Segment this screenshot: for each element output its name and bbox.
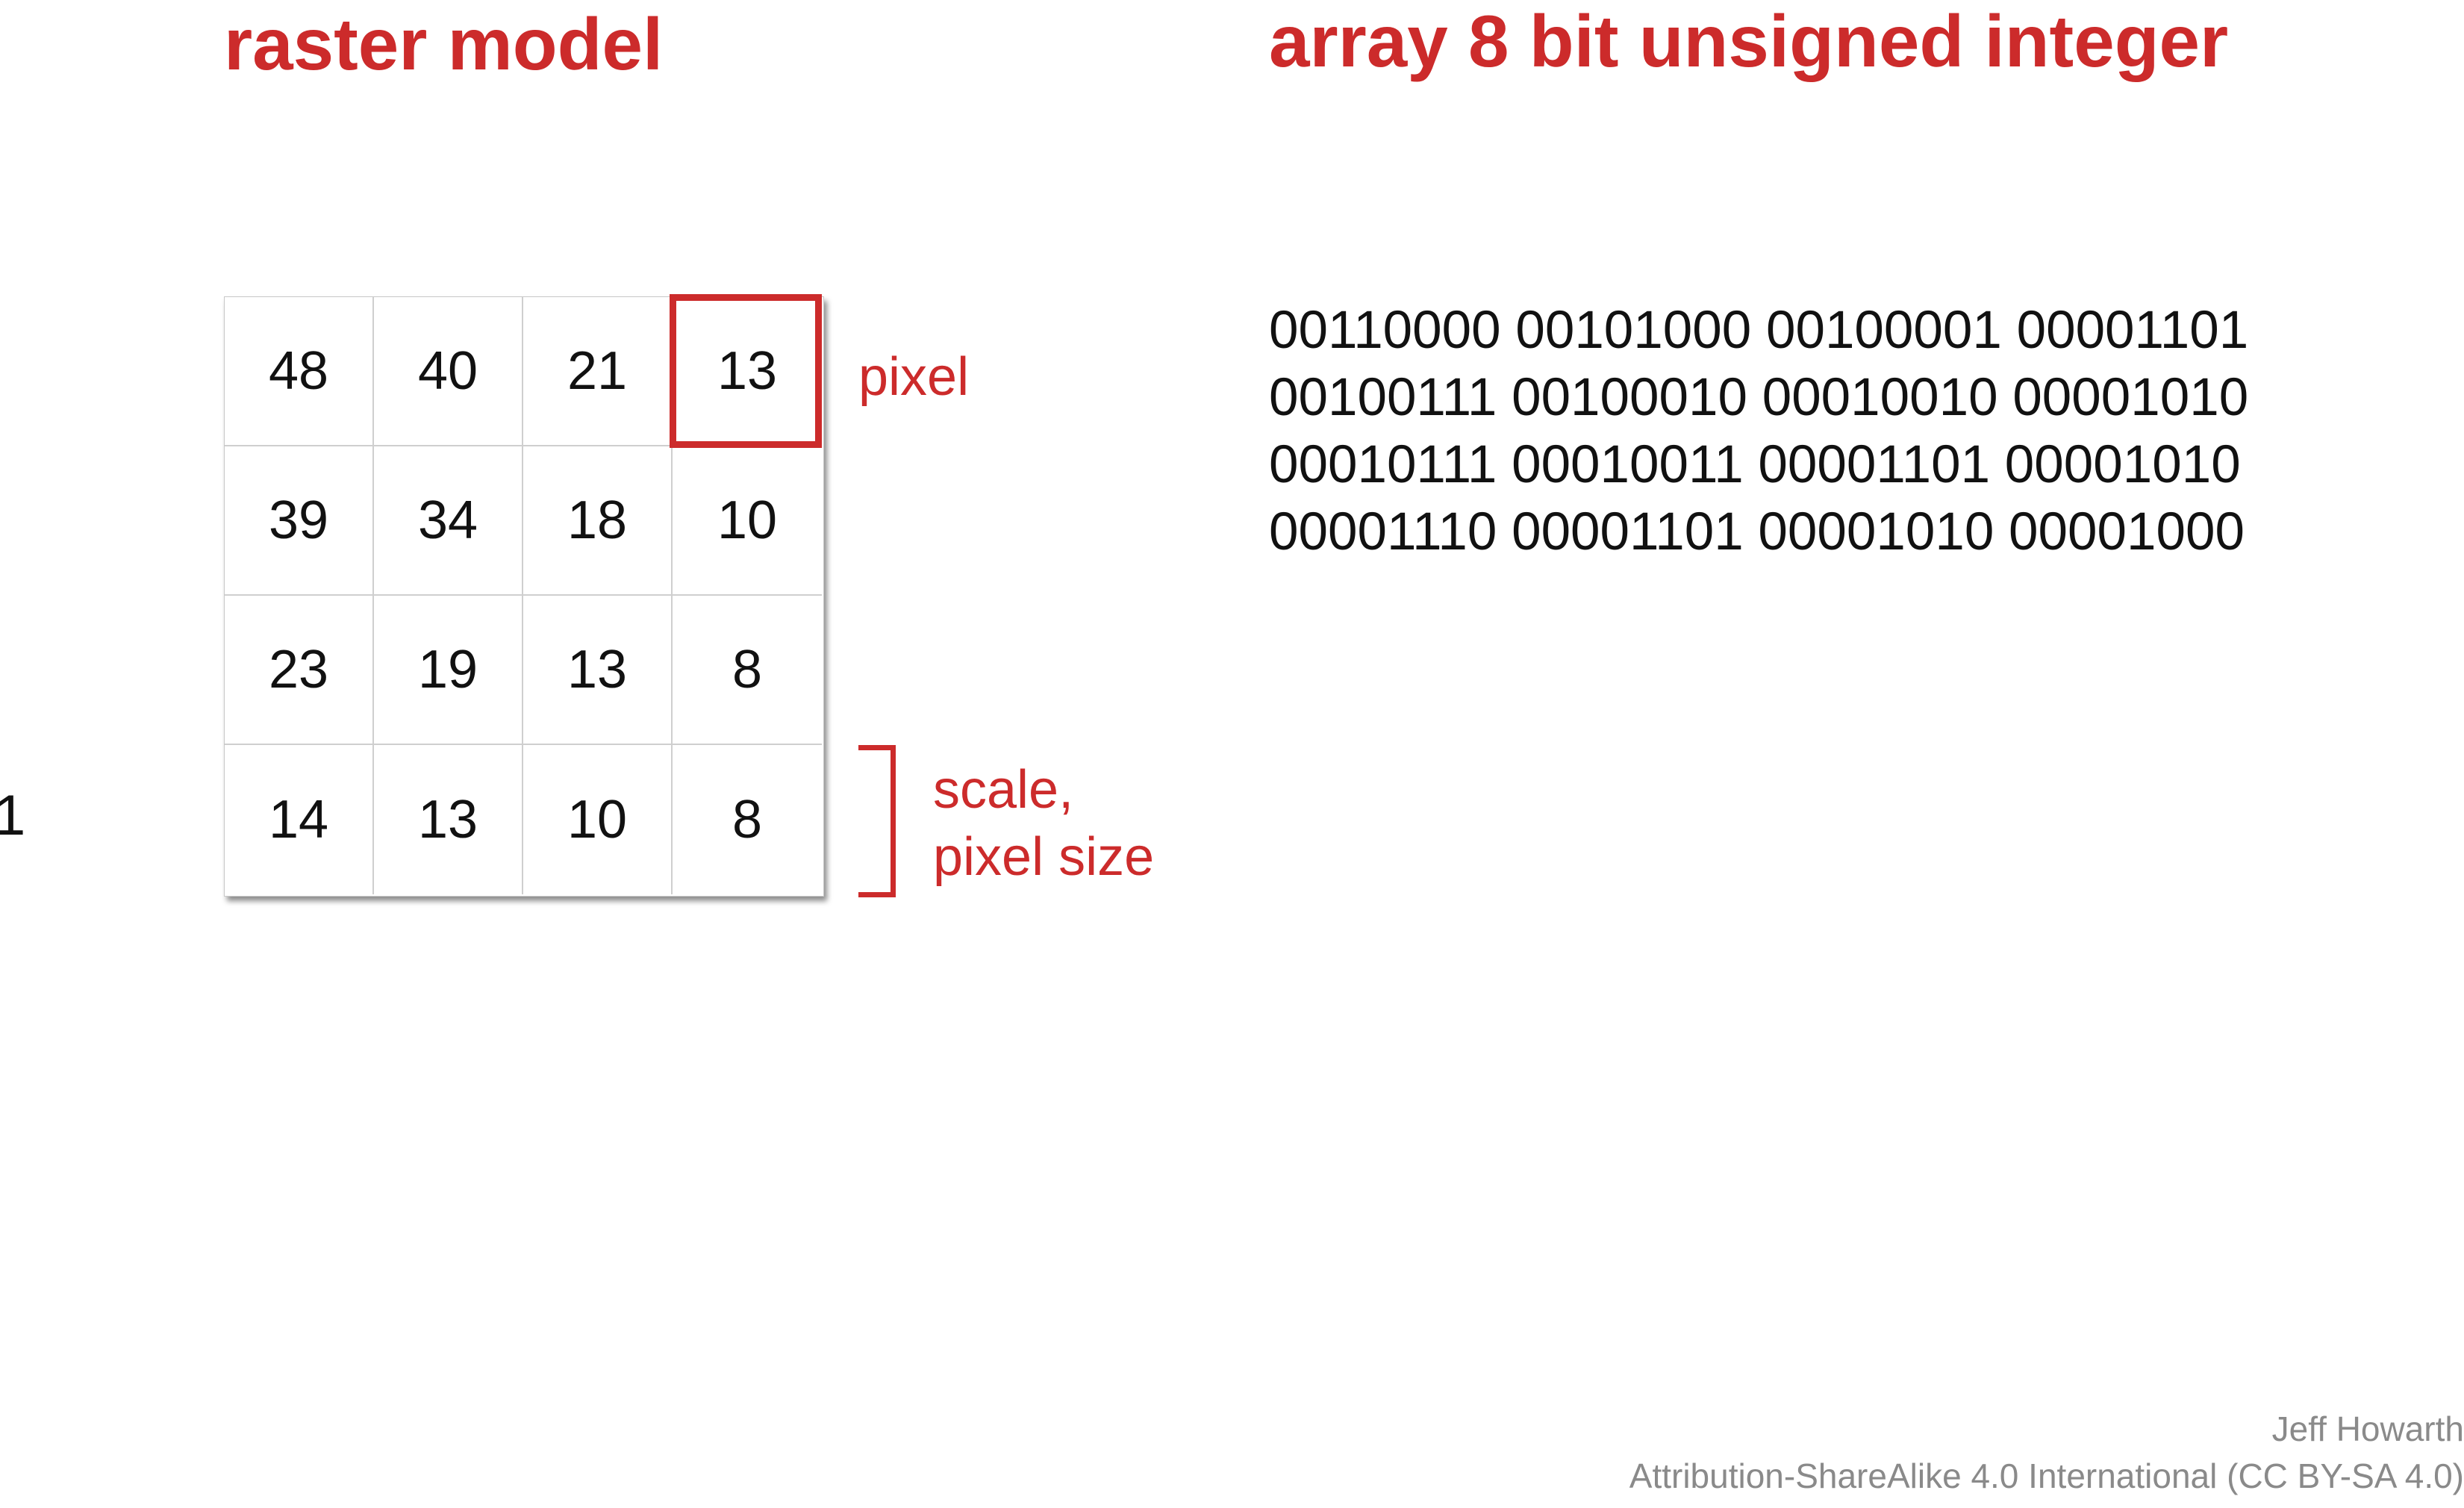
raster-cell: 13 [523,596,673,745]
scale-bracket [858,745,896,897]
binary-row: 00010111 00010011 00001101 00001010 [1269,435,2241,494]
array-title: array 8 bit unsigned integer [1269,0,2229,82]
scale-label: scale, pixel size [933,756,1154,891]
license-text: Attribution-ShareAlike 4.0 International… [1629,1456,2464,1495]
binary-array: 00110000 00101000 00100001 00001101 0010… [1269,297,2248,566]
binary-row: 00001110 00001101 00001010 00001000 [1269,502,2245,561]
binary-row: 00100111 00100010 00010010 00001010 [1269,368,2249,427]
raster-cell: 19 [374,596,523,745]
pixel-highlight-box [670,294,822,448]
raster-cell: 34 [374,446,523,596]
author-name: Jeff Howarth [2271,1409,2464,1448]
raster-model-title: raster model [224,3,664,85]
binary-row: 00110000 00101000 00100001 00001101 [1269,301,2249,360]
scale-label-line1: scale, [933,760,1074,820]
raster-cell: 18 [523,446,673,596]
credit-block: Jeff Howarth Attribution-ShareAlike 4.0 … [1629,1406,2464,1500]
raster-cell: 21 [523,297,673,446]
raster-cell: 10 [523,745,673,894]
raster-cell: 39 [225,446,374,596]
raster-cell: 48 [225,297,374,446]
raster-cell: 40 [374,297,523,446]
raster-cell: 8 [732,790,763,850]
scale-label-line2: pixel size [933,827,1155,887]
raster-cell: 23 [225,596,374,745]
raster-cell: 14 [225,745,374,894]
left-edge-number: 1 [0,784,26,847]
pixel-label: pixel [858,347,970,407]
raster-cell: 10 [673,446,822,596]
raster-cell: 13 [374,745,523,894]
raster-cell: 8 [673,596,822,745]
raster-grid: 48 40 21 13 39 34 18 10 23 19 13 8 14 13… [224,296,824,897]
